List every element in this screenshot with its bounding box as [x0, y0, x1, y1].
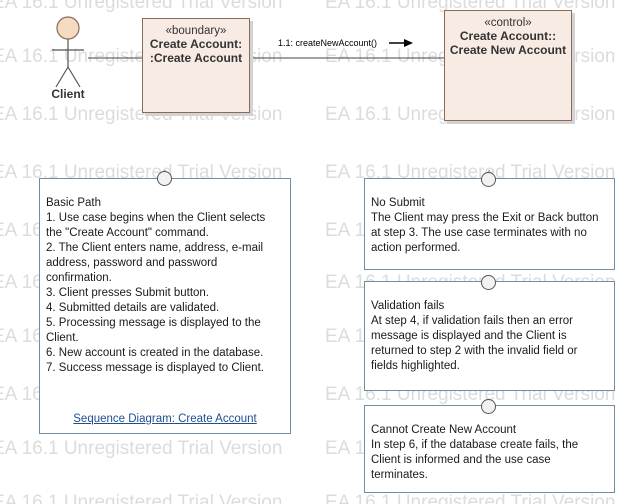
note-line: 4. Submitted details are validated.: [46, 302, 220, 314]
note-line: No Submit: [371, 197, 425, 209]
message-arrow-icon: [389, 39, 413, 47]
message-label: 1.1: createNewAccount(): [278, 38, 378, 48]
note-port-icon: [481, 399, 496, 414]
note-line: 5. Processing message is displayed to th…: [46, 317, 261, 329]
no-submit-note[interactable]: No Submit The Client may press the Exit …: [364, 178, 615, 270]
sequence-diagram-link[interactable]: Sequence Diagram: Create Account: [73, 413, 257, 425]
validation-fails-note[interactable]: Validation fails At step 4, if validatio…: [364, 281, 615, 391]
note-line: 1. Use case begins when the Client selec…: [46, 212, 266, 224]
note-line: 2. The Client enters name, address, e-ma…: [46, 242, 264, 254]
boundary-name-line2: :Create Account: [149, 51, 243, 65]
note-line: returned to step 2 with the invalid fiel…: [371, 345, 578, 357]
boundary-name-line1: Create Account:: [149, 37, 243, 51]
note-line: Client is informed and the use case: [371, 454, 551, 466]
note-line: at step 3. The use case terminates with …: [371, 227, 587, 239]
control-object[interactable]: «control» Create Account:: Create New Ac…: [444, 10, 572, 121]
note-line: Validation fails: [371, 300, 445, 312]
basic-path-note[interactable]: Basic Path 1. Use case begins when the C…: [39, 178, 291, 434]
note-port-icon: [481, 275, 496, 290]
boundary-object[interactable]: «boundary» Create Account: :Create Accou…: [142, 18, 250, 113]
note-line: Client.: [46, 332, 79, 344]
note-line: 3. Client presses Submit button.: [46, 287, 209, 299]
note-line: 7. Success message is displayed to Clien…: [46, 362, 264, 374]
note-line: In step 6, if the database create fails,…: [371, 439, 579, 451]
note-line: action performed.: [371, 242, 461, 254]
note-line: confirmation.: [46, 272, 112, 284]
note-port-icon: [157, 171, 172, 186]
note-line: Cannot Create New Account: [371, 424, 517, 436]
note-line: terminates.: [371, 469, 428, 481]
note-line: fields highlighted.: [371, 360, 460, 372]
cannot-create-note[interactable]: Cannot Create New Account In step 6, if …: [364, 405, 615, 493]
note-line: At step 4, if validation fails then an e…: [371, 315, 573, 327]
client-actor-icon[interactable]: [48, 15, 88, 105]
control-name-line2: Create New Account: [449, 43, 567, 57]
note-line: The Client may press the Exit or Back bu…: [371, 212, 599, 224]
note-port-icon: [481, 172, 496, 187]
note-line: message is displayed and the Client is: [371, 330, 567, 342]
note-line: address, password and password: [46, 257, 218, 269]
control-stereotype: «control»: [484, 17, 532, 29]
note-line: 6. New account is created in the databas…: [46, 347, 264, 359]
control-name-line1: Create Account::: [459, 29, 557, 43]
note-line: Basic Path: [46, 197, 101, 209]
boundary-stereotype: «boundary»: [165, 25, 227, 37]
note-line: the "Create Account" command.: [46, 227, 209, 239]
actor-label: Client: [51, 87, 85, 101]
